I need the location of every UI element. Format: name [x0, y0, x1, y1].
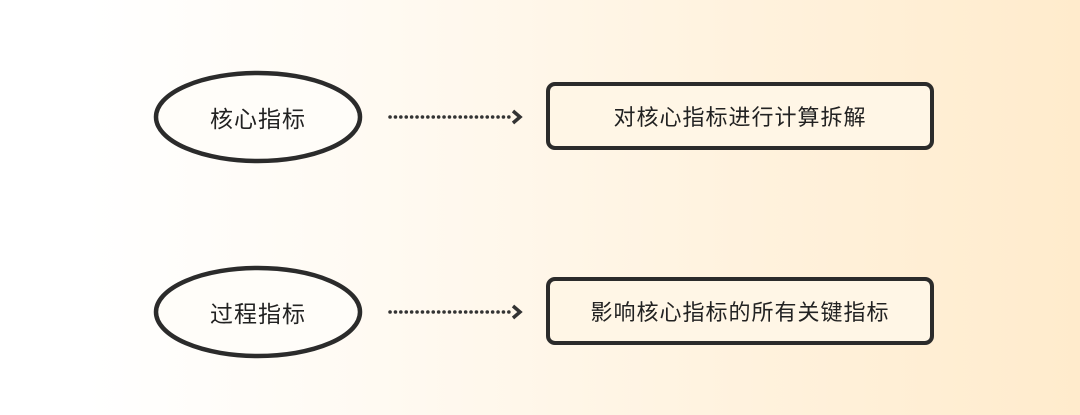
process-metric-node: 过程指标 — [152, 264, 364, 360]
arrow-right-icon — [388, 109, 523, 125]
process-metric-label: 过程指标 — [210, 302, 306, 328]
diagram-row-process-metric: 过程指标 影响核心指标的所有关键指标 — [0, 264, 1080, 364]
core-metric-node: 核心指标 — [152, 69, 364, 165]
process-metric-description: 影响核心指标的所有关键指标 — [546, 277, 934, 345]
ellipse-shape — [153, 265, 363, 359]
ellipse-shape — [153, 70, 363, 164]
core-metric-description: 对核心指标进行计算拆解 — [546, 82, 934, 150]
core-metric-label: 核心指标 — [210, 107, 306, 133]
diagram-row-core-metric: 核心指标 对核心指标进行计算拆解 — [0, 69, 1080, 169]
arrow-right-icon — [388, 304, 523, 320]
